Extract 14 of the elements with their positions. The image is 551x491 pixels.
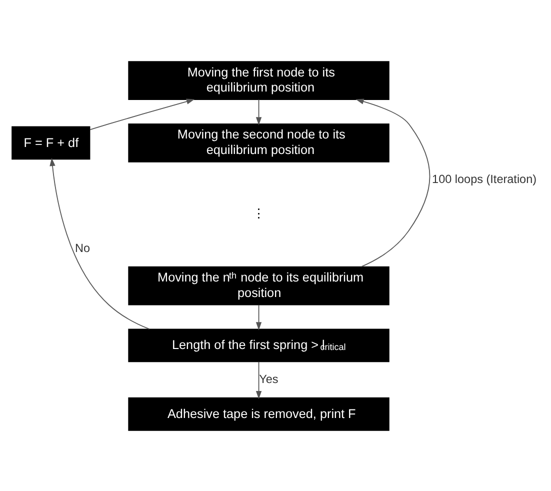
node-box: Moving the second node to its equilibrium position bbox=[128, 123, 390, 162]
node-box: F = F + df bbox=[12, 126, 90, 160]
edge-label: No bbox=[75, 241, 90, 254]
node-box: Moving the first node to its equilibrium position bbox=[128, 60, 390, 100]
arrow bbox=[256, 304, 262, 330]
edge-label: 100 loops (Iteration) bbox=[432, 172, 537, 186]
edge-label: Yes bbox=[259, 372, 278, 386]
arrow bbox=[50, 157, 150, 330]
arrow bbox=[256, 360, 262, 399]
arrow bbox=[356, 98, 430, 267]
arrow bbox=[256, 98, 262, 125]
label: ⋮ bbox=[252, 206, 266, 220]
arrow bbox=[90, 98, 195, 130]
node-box: Adhesive tape is removed, print F bbox=[128, 396, 390, 430]
